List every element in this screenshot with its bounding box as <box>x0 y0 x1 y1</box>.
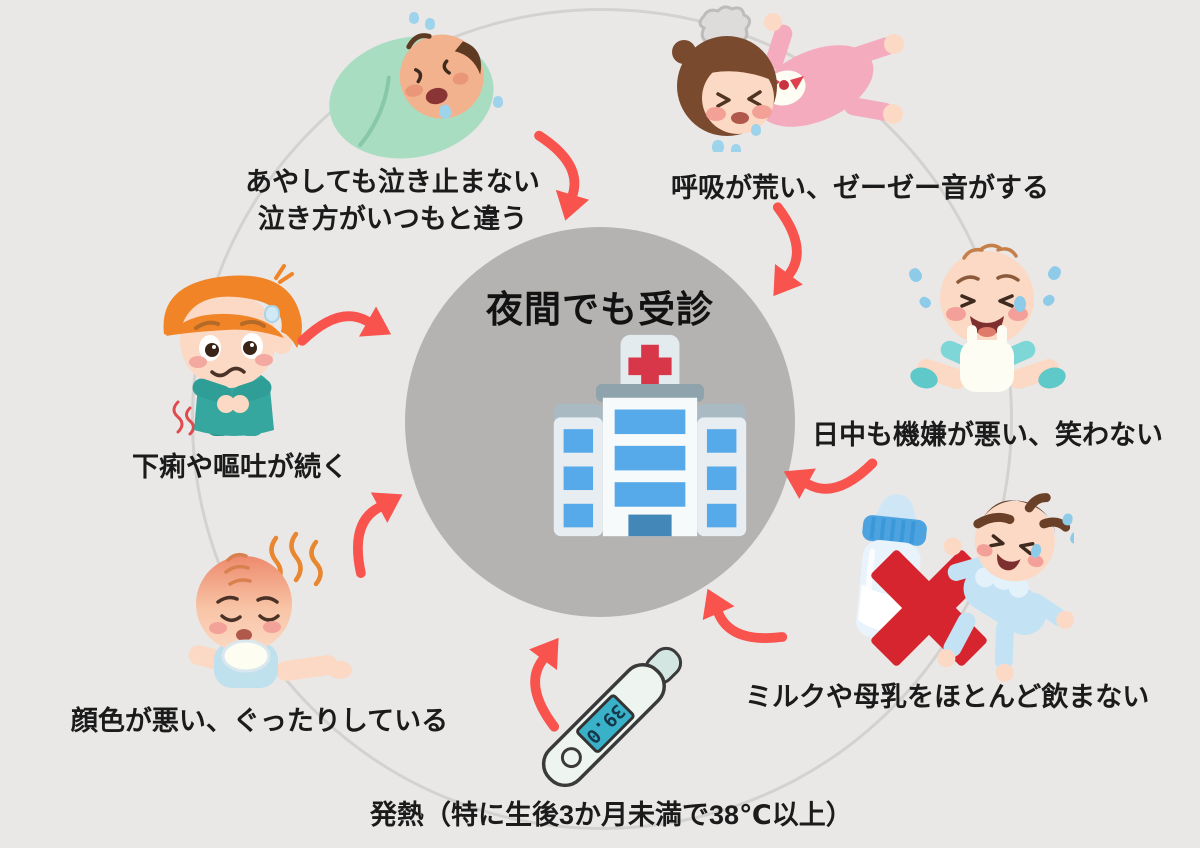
hospital-icon <box>553 334 747 537</box>
crying-baby-icon <box>909 243 1066 392</box>
outer-ring <box>191 8 1013 830</box>
page-title: 夜間でも受診 <box>486 289 714 330</box>
label-mood: 日中も機嫌が悪い、笑わない <box>812 420 1163 450</box>
label-breathing: 呼吸が荒い、ゼーゼー音がする <box>671 173 1049 203</box>
crying-baby-boy <box>937 493 1074 682</box>
no-milk-group <box>856 493 1074 682</box>
center-circle: 夜間でも受診 <box>405 227 795 617</box>
label-fever: 発熱（特に生後3か月未満で38℃以上） <box>370 800 853 830</box>
fever-baby-icon <box>188 531 352 688</box>
sick-toddler-icon <box>163 264 302 436</box>
label-diarrhea: 下痢や嘔吐が続く <box>132 452 348 482</box>
crying-baby-girl-icon <box>672 5 904 152</box>
thermometer-icon: 39.0 <box>541 646 683 788</box>
label-crying: あやしても泣き止まない 泣き方がいつもと違う <box>245 167 540 234</box>
girl-body <box>756 13 904 127</box>
swaddled-baby-icon <box>329 12 503 159</box>
arrow-mood-icon <box>768 444 880 516</box>
label-milk: ミルクや母乳をほとんど飲まない <box>745 682 1150 712</box>
label-complexion: 顔色が悪い、ぐったりしている <box>70 706 449 736</box>
